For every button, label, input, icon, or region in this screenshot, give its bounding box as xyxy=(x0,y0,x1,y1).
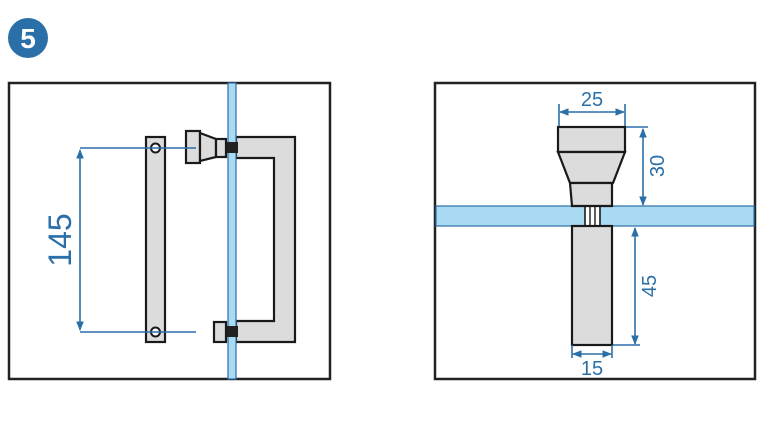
dimension-145: 145 xyxy=(42,147,196,333)
dimension-45: 45 xyxy=(613,227,661,346)
dimension-25: 25 xyxy=(558,89,626,126)
step-number: 5 xyxy=(20,23,36,54)
left-view-panel: 145 xyxy=(7,81,332,381)
right-view-panel: 25 30 45 15 xyxy=(433,81,757,381)
dimension-label-15: 15 xyxy=(581,358,603,380)
glass-panel xyxy=(227,82,237,380)
knob-upper xyxy=(184,129,228,165)
spacer-top xyxy=(226,142,238,153)
dimension-label-30: 30 xyxy=(647,155,669,177)
handle-bar-section xyxy=(570,224,614,347)
dimension-15: 15 xyxy=(571,345,613,380)
dimension-30: 30 xyxy=(626,126,669,206)
knob-section xyxy=(556,125,627,208)
handle-bar xyxy=(144,135,167,344)
dimension-label-145: 145 xyxy=(42,213,78,266)
knob-lower xyxy=(212,320,228,344)
spacer-bottom xyxy=(226,326,238,337)
step-badge: 5 xyxy=(8,18,48,58)
dimension-label-25: 25 xyxy=(581,89,603,111)
spacer xyxy=(584,205,601,227)
dimension-label-45: 45 xyxy=(639,275,661,297)
